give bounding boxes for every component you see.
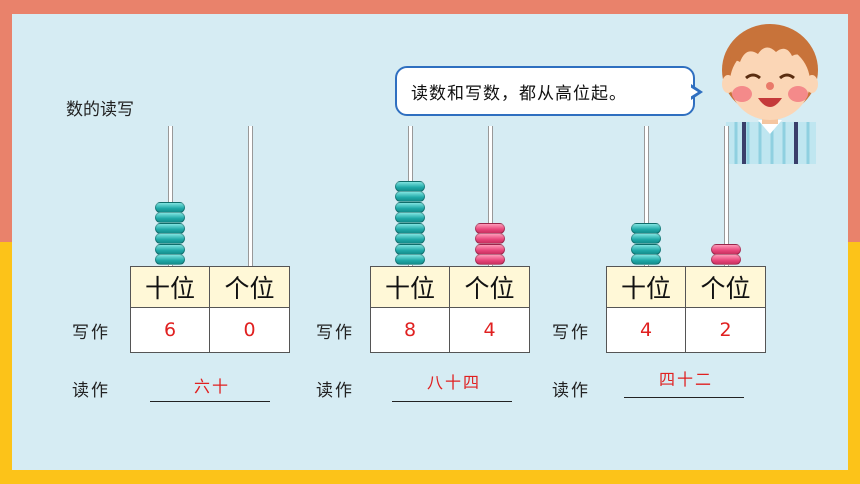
speech-bubble: 读数和写数，都从高位起。 bbox=[395, 66, 695, 116]
reading-answer: 四十二 bbox=[658, 370, 713, 389]
ones-value: 4 bbox=[449, 307, 530, 353]
tens-bead bbox=[395, 201, 425, 213]
abacus-rod-tens bbox=[644, 126, 649, 266]
tens-value: 4 bbox=[606, 307, 686, 353]
ones-bead bbox=[475, 254, 505, 265]
tens-bead bbox=[395, 233, 425, 244]
read-label: 读作 bbox=[72, 381, 110, 401]
write-label: 写作 bbox=[552, 323, 590, 343]
ones-bead bbox=[711, 254, 741, 265]
tens-header: 十位 bbox=[370, 266, 450, 308]
tens-bead bbox=[155, 233, 185, 244]
ones-bead bbox=[475, 222, 505, 234]
tens-bead bbox=[395, 191, 425, 202]
read-label: 读作 bbox=[316, 381, 354, 401]
tens-bead bbox=[155, 212, 185, 223]
tens-bead bbox=[395, 180, 425, 192]
read-label: 读作 bbox=[552, 381, 590, 401]
ones-bead bbox=[475, 243, 505, 255]
tens-bead bbox=[155, 201, 185, 213]
tens-value: 8 bbox=[370, 307, 450, 353]
tens-bead bbox=[155, 222, 185, 234]
abacus-rod-ones bbox=[488, 126, 493, 266]
tens-value: 6 bbox=[130, 307, 210, 353]
tens-bead bbox=[155, 254, 185, 265]
tens-bead bbox=[631, 254, 661, 265]
reading-answer: 六十 bbox=[193, 377, 230, 396]
tens-bead bbox=[155, 243, 185, 255]
page-title: 数的读写 bbox=[66, 100, 134, 120]
boy-illustration bbox=[722, 24, 818, 164]
abacus-rod-ones bbox=[248, 126, 253, 266]
ones-bead bbox=[711, 243, 741, 255]
reading-underline bbox=[392, 401, 512, 402]
speech-text: 读数和写数，都从高位起。 bbox=[411, 83, 627, 104]
tens-header: 十位 bbox=[130, 266, 210, 308]
tens-bead bbox=[631, 233, 661, 244]
reading-underline bbox=[624, 397, 744, 398]
tens-bead bbox=[395, 254, 425, 265]
ones-value: 2 bbox=[685, 307, 766, 353]
ones-header: 个位 bbox=[449, 266, 530, 308]
ones-value: 0 bbox=[209, 307, 290, 353]
ones-bead bbox=[475, 233, 505, 244]
abacus-rod-tens bbox=[168, 126, 173, 266]
write-label: 写作 bbox=[316, 323, 354, 343]
reading-answer: 八十四 bbox=[426, 373, 481, 392]
tens-bead bbox=[631, 222, 661, 234]
ones-header: 个位 bbox=[685, 266, 766, 308]
tens-bead bbox=[631, 243, 661, 255]
write-label: 写作 bbox=[72, 323, 110, 343]
tens-bead bbox=[395, 212, 425, 223]
tens-header: 十位 bbox=[606, 266, 686, 308]
tens-bead bbox=[395, 243, 425, 255]
tens-bead bbox=[395, 222, 425, 234]
ones-header: 个位 bbox=[209, 266, 290, 308]
reading-underline bbox=[150, 401, 270, 402]
abacus-rod-ones bbox=[724, 126, 729, 266]
